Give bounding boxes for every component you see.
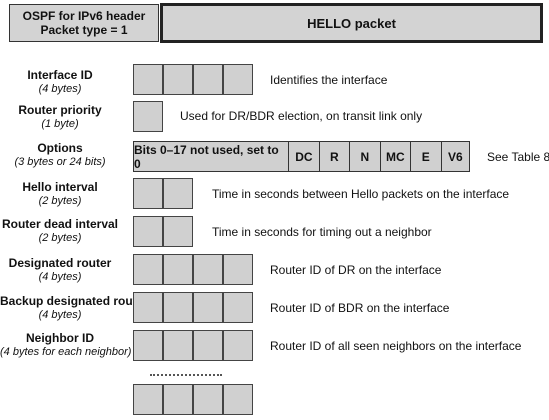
byte-cell: [193, 384, 223, 415]
option-bit-dc: DC: [288, 142, 318, 171]
byte-cell: [193, 64, 223, 95]
byte-cell: [193, 330, 223, 361]
byte-cell: [163, 64, 193, 95]
field-label-backup-designated-router: Backup designated router (4 bytes): [0, 294, 149, 321]
desc-router-dead-interval: Time in seconds for timing out a neighbo…: [212, 225, 432, 239]
byte-cell: [163, 178, 193, 209]
options-unused-bits: Bits 0–17 not used, set to 0: [134, 142, 279, 171]
byte-cell: [223, 254, 253, 285]
byte-cell: [163, 292, 193, 323]
byte-cell: [133, 216, 163, 247]
byte-cell: [193, 292, 223, 323]
byte-cell: [223, 64, 253, 95]
field-label-neighbor-id: Neighbor ID (4 bytes for each neighbor): [0, 331, 132, 358]
byte-cell: [163, 384, 193, 415]
byte-cell: [163, 216, 193, 247]
byte-cell: [133, 330, 163, 361]
byte-cell: [133, 178, 163, 209]
field-label-router-dead-interval: Router dead interval (2 bytes): [1, 217, 119, 244]
field-label-options: Options (3 bytes or 24 bits): [14, 141, 106, 168]
byte-cell: [133, 254, 163, 285]
desc-neighbor-id: Router ID of all seen neighbors on the i…: [270, 339, 522, 353]
packet-type-label: Packet type = 1: [40, 23, 128, 37]
byte-cell: [133, 101, 163, 132]
field-label-hello-interval: Hello interval (2 bytes): [22, 180, 98, 207]
option-bit-n: N: [349, 142, 379, 171]
hello-packet-box: HELLO packet: [160, 3, 543, 43]
desc-hello-interval: Time in seconds between Hello packets on…: [212, 187, 510, 201]
field-label-router-priority: Router priority (1 byte): [18, 103, 102, 130]
byte-cell: [223, 330, 253, 361]
byte-cell: [133, 292, 163, 323]
ospf-header-title: OSPF for IPv6 header: [22, 9, 146, 23]
desc-backup-designated-router: Router ID of BDR on the interface: [270, 301, 450, 315]
continuation-dots: [150, 374, 222, 376]
byte-cell: [163, 254, 193, 285]
field-label-interface-id: Interface ID (4 bytes): [27, 68, 93, 95]
option-bit-mc: MC: [379, 142, 410, 171]
ospf-header-box: OSPF for IPv6 header Packet type = 1: [9, 4, 159, 42]
options-field: Bits 0–17 not used, set to 0 DC R N MC E…: [133, 141, 470, 172]
desc-router-priority: Used for DR/BDR election, on transit lin…: [180, 109, 423, 123]
hello-packet-title: HELLO packet: [307, 15, 396, 31]
option-bit-v6: V6: [440, 142, 470, 171]
byte-cell: [223, 384, 253, 415]
byte-cell: [193, 254, 223, 285]
desc-designated-router: Router ID of DR on the interface: [270, 263, 442, 277]
option-bit-r: R: [318, 142, 349, 171]
desc-interface-id: Identifies the interface: [270, 73, 388, 87]
desc-options: See Table 8-4: [487, 150, 549, 164]
option-bit-e: E: [410, 142, 440, 171]
byte-cell: [223, 292, 253, 323]
byte-cell: [133, 384, 163, 415]
byte-cell: [133, 64, 163, 95]
byte-cell: [163, 330, 193, 361]
field-label-designated-router: Designated router (4 bytes): [8, 256, 112, 283]
